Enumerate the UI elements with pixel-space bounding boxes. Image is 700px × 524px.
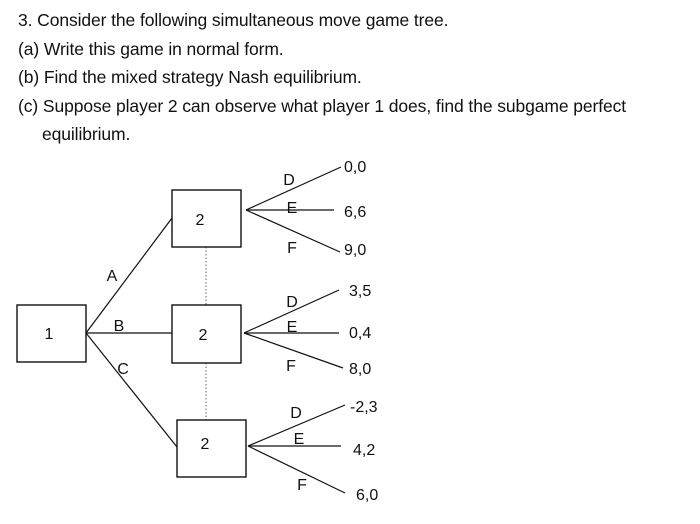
action-label-c: C (117, 361, 129, 378)
node3-action-d: D (290, 405, 302, 422)
action-label-b: B (114, 318, 125, 335)
player-2-node-1 (171, 189, 242, 248)
question-part-a: (a) Write this game in normal form. (18, 38, 284, 59)
payoff-b-d: 3,5 (349, 283, 371, 300)
node2-action-d: D (286, 294, 298, 311)
payoff-a-d: 0,0 (344, 159, 366, 176)
node1-action-f: F (287, 240, 297, 257)
edge-c (85, 332, 178, 448)
node1-action-e: E (287, 200, 298, 217)
player-2-label-node-1: 2 (196, 212, 205, 229)
node2-action-e: E (287, 319, 298, 336)
payoff-b-f: 8,0 (349, 361, 371, 378)
node2-edge-f (243, 332, 344, 369)
action-label-a: A (107, 268, 118, 285)
payoff-c-f: 6,0 (356, 487, 378, 504)
node2-action-f: F (286, 358, 296, 375)
payoff-c-e: 4,2 (353, 442, 375, 459)
node1-edge-f (245, 209, 341, 253)
node3-edge-d (247, 404, 346, 447)
node1-action-d: D (283, 172, 295, 189)
player-1-label: 1 (45, 326, 54, 343)
question-part-c-continued: equilibrium. (42, 124, 131, 144)
question-part-c: (c) Suppose player 2 can observe what pl… (18, 95, 627, 116)
question-text: 3. Consider the following simultaneous m… (18, 6, 698, 149)
node1-edge-d (245, 166, 342, 211)
player-2-label-node-2: 2 (199, 327, 208, 344)
question-title: 3. Consider the following simultaneous m… (18, 10, 449, 30)
player-1-node (16, 304, 87, 363)
player-2-label-node-3: 2 (201, 436, 210, 453)
node2-edge-d (243, 289, 340, 334)
question-part-b: (b) Find the mixed strategy Nash equilib… (18, 67, 362, 87)
payoff-a-f: 9,0 (344, 242, 366, 259)
player-2-node-3 (176, 419, 247, 478)
edge-a (85, 217, 173, 334)
node3-action-e: E (294, 431, 305, 448)
payoff-a-e: 6,6 (344, 204, 366, 221)
node3-action-f: F (297, 477, 307, 494)
payoff-b-e: 0,4 (349, 325, 371, 342)
payoff-c-d: -2,3 (350, 399, 378, 416)
player-2-node-2 (171, 304, 242, 364)
node3-edge-f (247, 445, 346, 494)
